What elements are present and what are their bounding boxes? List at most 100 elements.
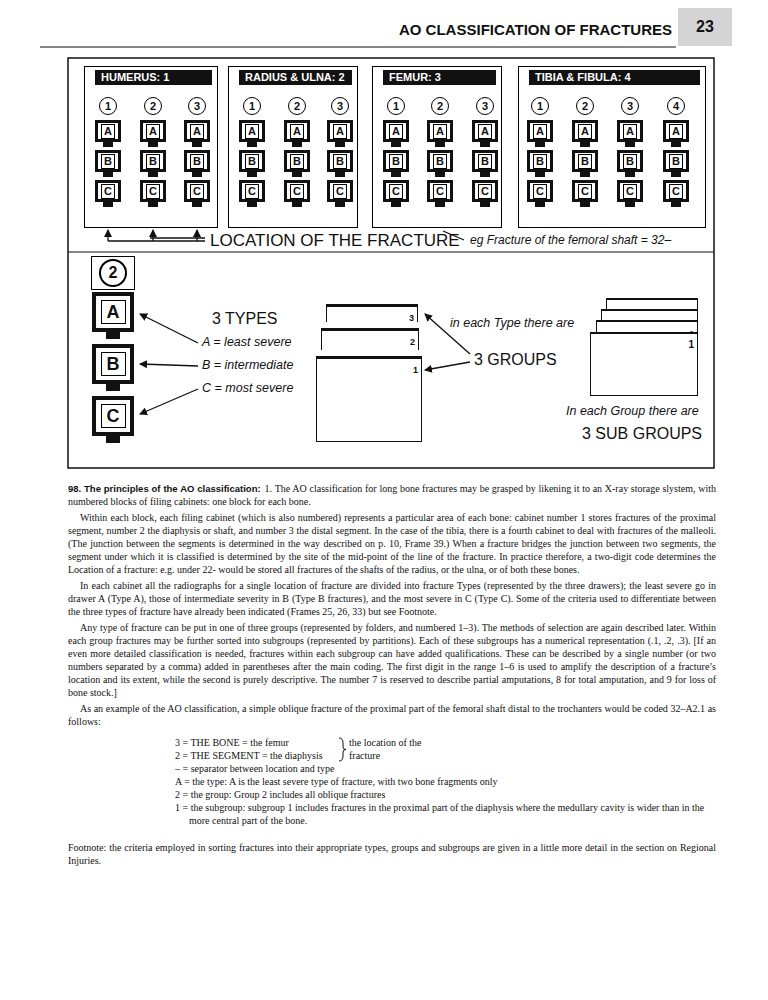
diagram-label: C = most severe xyxy=(202,381,293,397)
node-text: C xyxy=(245,184,259,199)
drawer: C xyxy=(239,180,265,202)
drawer-handle xyxy=(192,202,202,207)
drawer: B xyxy=(239,150,265,172)
node-text: TIBIA & FIBULA: 4 xyxy=(529,70,700,85)
node-text: 2 xyxy=(582,100,588,112)
bone-block: FEMUR: 31ABC2ABC3ABC xyxy=(372,66,502,228)
node-text: A xyxy=(245,124,259,139)
node-text: A xyxy=(623,124,637,139)
node-text: B xyxy=(101,352,126,376)
diagram-label: In each Group there are xyxy=(566,404,699,420)
bone-block: TIBIA & FIBULA: 41ABC2ABC3ABC4ABC xyxy=(518,66,706,228)
drawer-handle xyxy=(480,172,490,177)
drawer-handle xyxy=(625,172,635,177)
diagram-label: 3 GROUPS xyxy=(474,350,557,370)
drawer: A xyxy=(140,120,166,142)
node-text: A xyxy=(101,300,126,324)
drawer-handle xyxy=(292,172,302,177)
drawer: A xyxy=(527,120,553,142)
cabinet-number: 2 xyxy=(144,97,162,115)
drawer: C xyxy=(284,180,310,202)
node-text: A xyxy=(101,124,115,139)
drawer-handle xyxy=(480,202,490,207)
page-number-tab: 23 xyxy=(678,8,732,46)
paragraph: Any type of fracture can be put in one o… xyxy=(68,621,716,699)
drawer: A xyxy=(383,120,409,142)
node-text: B xyxy=(478,154,492,169)
node-text: 3 xyxy=(194,100,200,112)
code-line: 2 = THE SEGMENT = the diaphysis xyxy=(175,749,716,762)
group-folder: 3 xyxy=(326,304,418,322)
type-drawer: B xyxy=(92,344,134,384)
footnote: Footnote: the criteria employed in sorti… xyxy=(68,841,716,867)
node-text: A xyxy=(190,124,204,139)
drawer: B xyxy=(140,150,166,172)
location-arrow xyxy=(152,230,153,241)
cabinet-number: 2 xyxy=(431,97,449,115)
node-text: A xyxy=(578,124,592,139)
node-text: B xyxy=(146,154,160,169)
brace xyxy=(337,737,347,765)
drawer-handle xyxy=(148,202,158,207)
drawer: C xyxy=(327,180,353,202)
node-text: C xyxy=(533,184,547,199)
drawer-handle xyxy=(292,202,302,207)
node-text: C xyxy=(578,184,592,199)
diagram-label: 3 SUB GROUPS xyxy=(582,424,702,444)
node-text: C xyxy=(623,184,637,199)
drawer: B xyxy=(663,150,689,172)
drawer-handle xyxy=(671,202,681,207)
drawer: C xyxy=(617,180,643,202)
drawer: C xyxy=(95,180,121,202)
subgroup-partition: 1 xyxy=(590,332,698,396)
node-text: B xyxy=(333,154,347,169)
drawer-handle xyxy=(435,172,445,177)
node-text: 2 xyxy=(294,100,300,112)
node-text: C xyxy=(389,184,403,199)
cabinet-number: 3 xyxy=(331,97,349,115)
drawer-handle xyxy=(106,436,120,443)
cabinet-number: 1 xyxy=(99,97,117,115)
drawer-handle xyxy=(103,172,113,177)
node-text: 4 xyxy=(673,100,679,112)
drawer: C xyxy=(572,180,598,202)
section-divider xyxy=(68,251,714,252)
drawer-handle xyxy=(435,142,445,147)
drawer: B xyxy=(184,150,210,172)
drawer-handle xyxy=(192,172,202,177)
drawer: A xyxy=(572,120,598,142)
node-text: 1 xyxy=(413,365,421,375)
node-text: B xyxy=(669,154,683,169)
node-text: B xyxy=(389,154,403,169)
node-text: 1 xyxy=(393,100,399,112)
diagram-label: B = intermediate xyxy=(202,358,293,374)
drawer: B xyxy=(572,150,598,172)
cabinet-number: 1 xyxy=(531,97,549,115)
cabinet-number: 1 xyxy=(387,97,405,115)
cabinet-number: 3 xyxy=(476,97,494,115)
cabinet-number: 1 xyxy=(243,97,261,115)
node-text: A xyxy=(333,124,347,139)
node-text: A xyxy=(290,124,304,139)
drawer-handle xyxy=(148,142,158,147)
page-title: AO CLASSIFICATION OF FRACTURES xyxy=(399,21,672,38)
node-text: 1 xyxy=(537,100,543,112)
cabinet-number: 3 xyxy=(621,97,639,115)
diagram-label: LOCATION OF THE FRACTURE xyxy=(210,230,460,251)
node-text: C xyxy=(433,184,447,199)
drawer-handle xyxy=(335,202,345,207)
paragraph-text: In each cabinet all the radiographs for … xyxy=(68,580,716,617)
drawer-handle xyxy=(335,172,345,177)
cabinet-number: 4 xyxy=(667,97,685,115)
node-text: B xyxy=(623,154,637,169)
cabinet-number: 2 xyxy=(576,97,594,115)
drawer: A xyxy=(472,120,498,142)
drawer: B xyxy=(95,150,121,172)
drawer-handle xyxy=(580,172,590,177)
drawer: C xyxy=(663,180,689,202)
node-text: 1 xyxy=(105,100,111,112)
drawer: A xyxy=(427,120,453,142)
location-bracket xyxy=(108,238,205,241)
drawer-handle xyxy=(535,142,545,147)
node-text: B xyxy=(101,154,115,169)
